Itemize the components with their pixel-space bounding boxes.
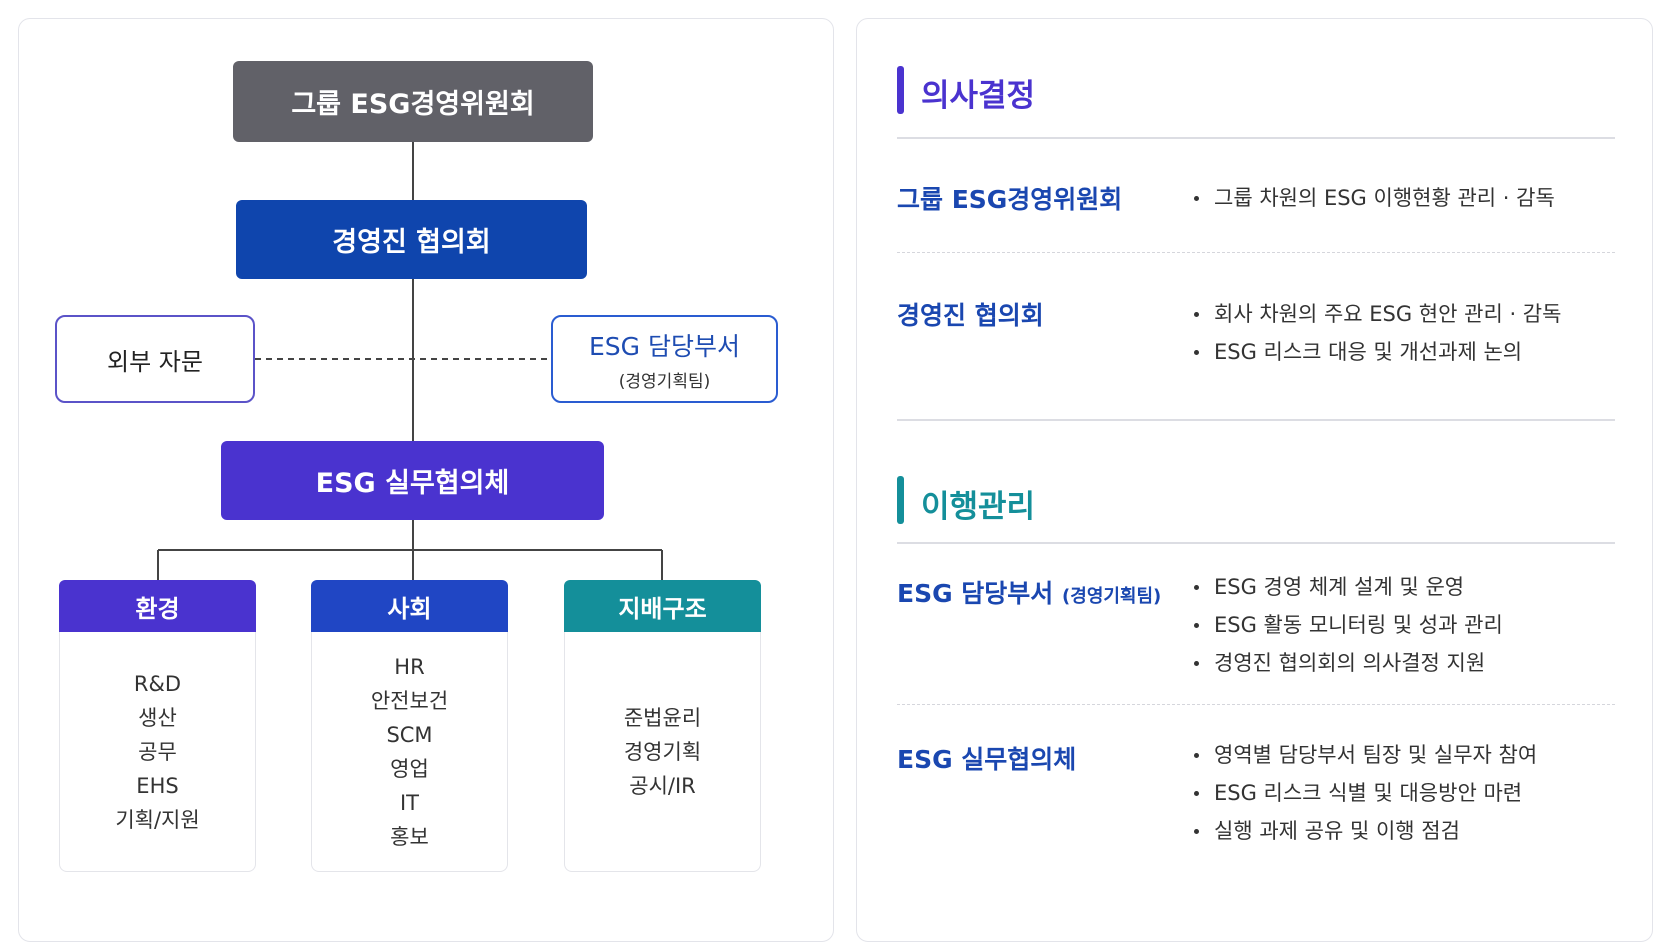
- area-environment-header: 환경: [59, 580, 256, 632]
- row-label-sub-text: (경영기획팀): [1062, 586, 1162, 607]
- list-item: 안전보건: [370, 688, 449, 713]
- list-item: 영업: [390, 756, 429, 781]
- area-governance-header: 지배구조: [564, 580, 761, 632]
- description-panel: [856, 18, 1653, 942]
- list-item: 기획/지원: [115, 807, 200, 832]
- exec-council-box: 경영진 협의회: [236, 200, 587, 279]
- row-label-exec-council: 경영진 협의회: [897, 296, 1044, 332]
- external-advisory-label: 외부 자문: [107, 347, 203, 376]
- row-bullets-esg-department: ESG 경영 체계 설계 및 운영 ESG 활동 모니터링 및 성과 관리 경영…: [1190, 568, 1503, 682]
- list-item: EHS: [136, 773, 179, 798]
- esg-working-council-label: ESG 실무협의체: [315, 468, 510, 499]
- row-label-group-committee: 그룹 ESG경영위원회: [897, 180, 1122, 216]
- list-item: 공시/IR: [629, 773, 696, 798]
- row-bullets-exec-council: 회사 차원의 주요 ESG 현안 관리 · 감독 ESG 리스크 대응 및 개선…: [1190, 295, 1561, 371]
- section-implementation-title: 이행관리: [921, 489, 1036, 525]
- bullet-item: 그룹 차원의 ESG 이행현황 관리 · 감독: [1190, 179, 1555, 217]
- list-item: 공무: [138, 739, 177, 764]
- bullet-item: 실행 과제 공유 및 이행 점검: [1190, 812, 1537, 850]
- list-item: IT: [399, 790, 420, 815]
- exec-council-label: 경영진 협의회: [332, 227, 491, 258]
- list-item: HR: [394, 654, 425, 679]
- area-governance-list: 준법윤리 경영기획 공시/IR: [564, 632, 761, 872]
- section-implementation-accent-bar: [897, 476, 904, 524]
- row-label-text: 그룹 ESG경영위원회: [897, 185, 1123, 214]
- divider: [897, 704, 1615, 705]
- section-decision-accent-bar: [897, 66, 904, 114]
- section-decision-title: 의사결정: [921, 78, 1036, 114]
- area-social-list: HR 안전보건 SCM 영업 IT 홍보: [311, 632, 508, 872]
- divider: [897, 137, 1615, 139]
- bullet-item: 회사 차원의 주요 ESG 현안 관리 · 감독: [1190, 295, 1561, 333]
- area-social-title: 사회: [387, 594, 432, 623]
- row-bullets-group-committee: 그룹 차원의 ESG 이행현황 관리 · 감독: [1190, 179, 1555, 217]
- area-environment-list: R&D 생산 공무 EHS 기획/지원: [59, 632, 256, 872]
- bullet-item: ESG 활동 모니터링 및 성과 관리: [1190, 606, 1503, 644]
- list-item: 준법윤리: [623, 705, 702, 730]
- bullet-item: ESG 리스크 식별 및 대응방안 마련: [1190, 774, 1537, 812]
- external-advisory-box: 외부 자문: [55, 315, 255, 403]
- divider: [897, 252, 1615, 253]
- row-label-text: ESG 담당부서: [897, 579, 1054, 608]
- list-item: SCM: [386, 722, 433, 747]
- bullet-item: 영역별 담당부서 팀장 및 실무자 참여: [1190, 736, 1537, 774]
- divider: [897, 419, 1615, 421]
- row-label-esg-department: ESG 담당부서 (경영기획팀): [897, 574, 1161, 610]
- divider: [897, 542, 1615, 544]
- list-item: R&D: [133, 671, 182, 696]
- list-item: 경영기획: [623, 739, 702, 764]
- row-label-working-council: ESG 실무협의체: [897, 740, 1076, 776]
- area-environment-title: 환경: [135, 594, 180, 623]
- esg-department-sub-label: (경영기획팀): [618, 371, 711, 392]
- bullet-item: ESG 경영 체계 설계 및 운영: [1190, 568, 1503, 606]
- esg-department-label: ESG 담당부서: [589, 331, 740, 361]
- group-esg-committee-label: 그룹 ESG경영위원회: [291, 89, 535, 120]
- area-social-header: 사회: [311, 580, 508, 632]
- bullet-item: 경영진 협의회의 의사결정 지원: [1190, 644, 1503, 682]
- esg-working-council-box: ESG 실무협의체: [221, 441, 604, 520]
- list-item: 홍보: [390, 824, 429, 849]
- list-item: 생산: [138, 705, 177, 730]
- row-bullets-working-council: 영역별 담당부서 팀장 및 실무자 참여 ESG 리스크 식별 및 대응방안 마…: [1190, 736, 1537, 850]
- area-governance-title: 지배구조: [618, 594, 707, 623]
- row-label-text: ESG 실무협의체: [897, 745, 1077, 774]
- esg-department-box: ESG 담당부서 (경영기획팀): [551, 315, 778, 403]
- bullet-item: ESG 리스크 대응 및 개선과제 논의: [1190, 333, 1561, 371]
- group-esg-committee-box: 그룹 ESG경영위원회: [233, 61, 593, 142]
- row-label-text: 경영진 협의회: [897, 301, 1044, 330]
